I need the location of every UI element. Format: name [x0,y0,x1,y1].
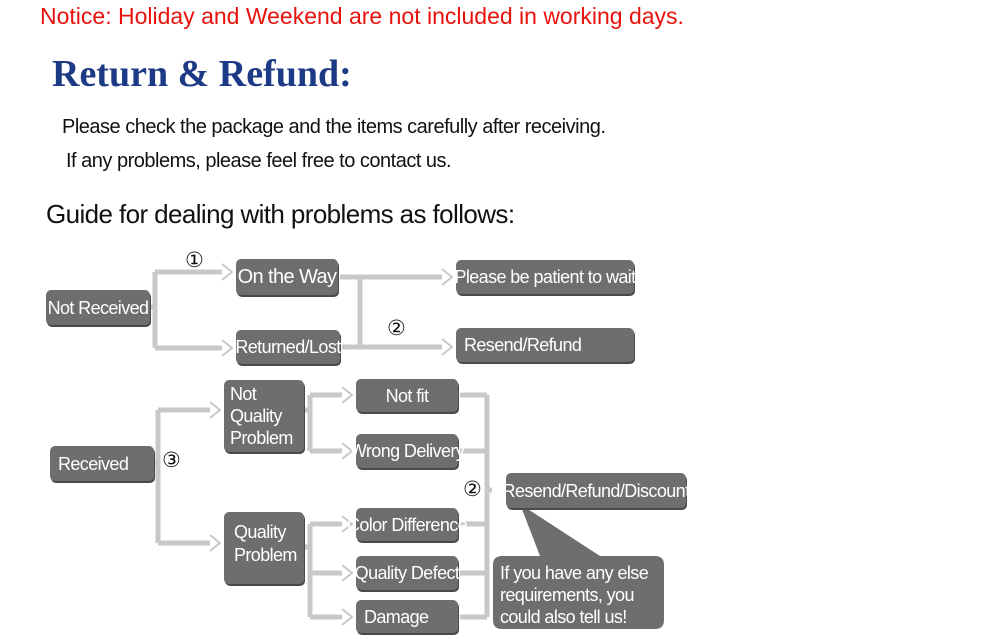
node-quality-defect: Quality Defect [355,556,460,590]
node-resend-refund-discount: Resend/Refund/Discount [503,473,690,508]
arrowhead-not-fit [341,386,353,404]
node-resend-refund: Resend/Refund [456,328,634,362]
step-marker-two-top: ② [387,317,406,340]
connector-quality-out [304,524,313,617]
arrowhead-wrong-delivery [341,442,353,460]
connector-not-received [150,272,158,348]
step-marker-one: ① [185,249,204,272]
connector-merge [460,392,490,620]
holiday-notice: Notice: Holiday and Weekend are not incl… [40,3,684,29]
intro-line-check: Please check the package and the items c… [62,116,606,138]
node-wrong-delivery: Wrong Delivery [350,434,465,468]
step-marker-two-bottom: ② [463,478,482,501]
arrowhead-on-the-way [221,263,233,281]
speech-bubble-text: If you have any else requirements, you c… [500,563,649,627]
node-not-quality-problem: Not Quality Problem [224,380,304,452]
node-damage: Damage [356,600,458,633]
node-returned-lost: Returned/Lost [235,330,341,364]
step-marker-three: ③ [162,449,181,472]
arrowhead-not-quality [209,401,221,419]
arrowhead-resend-refund [441,338,453,356]
page-title: Return & Refund: [52,53,352,95]
node-not-received: Not Received [46,290,150,325]
arrowhead-quality [209,534,221,552]
arrowhead-be-patient [441,268,453,286]
node-on-the-way: On the Way [236,259,338,295]
speech-bubble-shape [493,504,664,629]
connector-received [154,410,161,543]
intro-line-contact: If any problems, please feel free to con… [66,150,452,172]
arrowhead-color-difference [341,515,353,533]
guide-title: Guide for dealing with problems as follo… [46,199,515,229]
arrowhead-quality-defect [341,564,353,582]
node-not-fit: Not fit [356,379,458,412]
node-be-patient: Please be patient to wait [454,260,636,294]
node-color-difference: Color Difference [347,508,468,541]
node-received: Received [50,446,154,481]
arrowhead-damage [341,608,353,626]
connector-on-the-way-out [340,274,363,347]
arrowhead-returned-lost [221,339,233,357]
connector-not-quality-out [304,395,313,451]
node-quality-problem: Quality Problem [224,512,304,584]
